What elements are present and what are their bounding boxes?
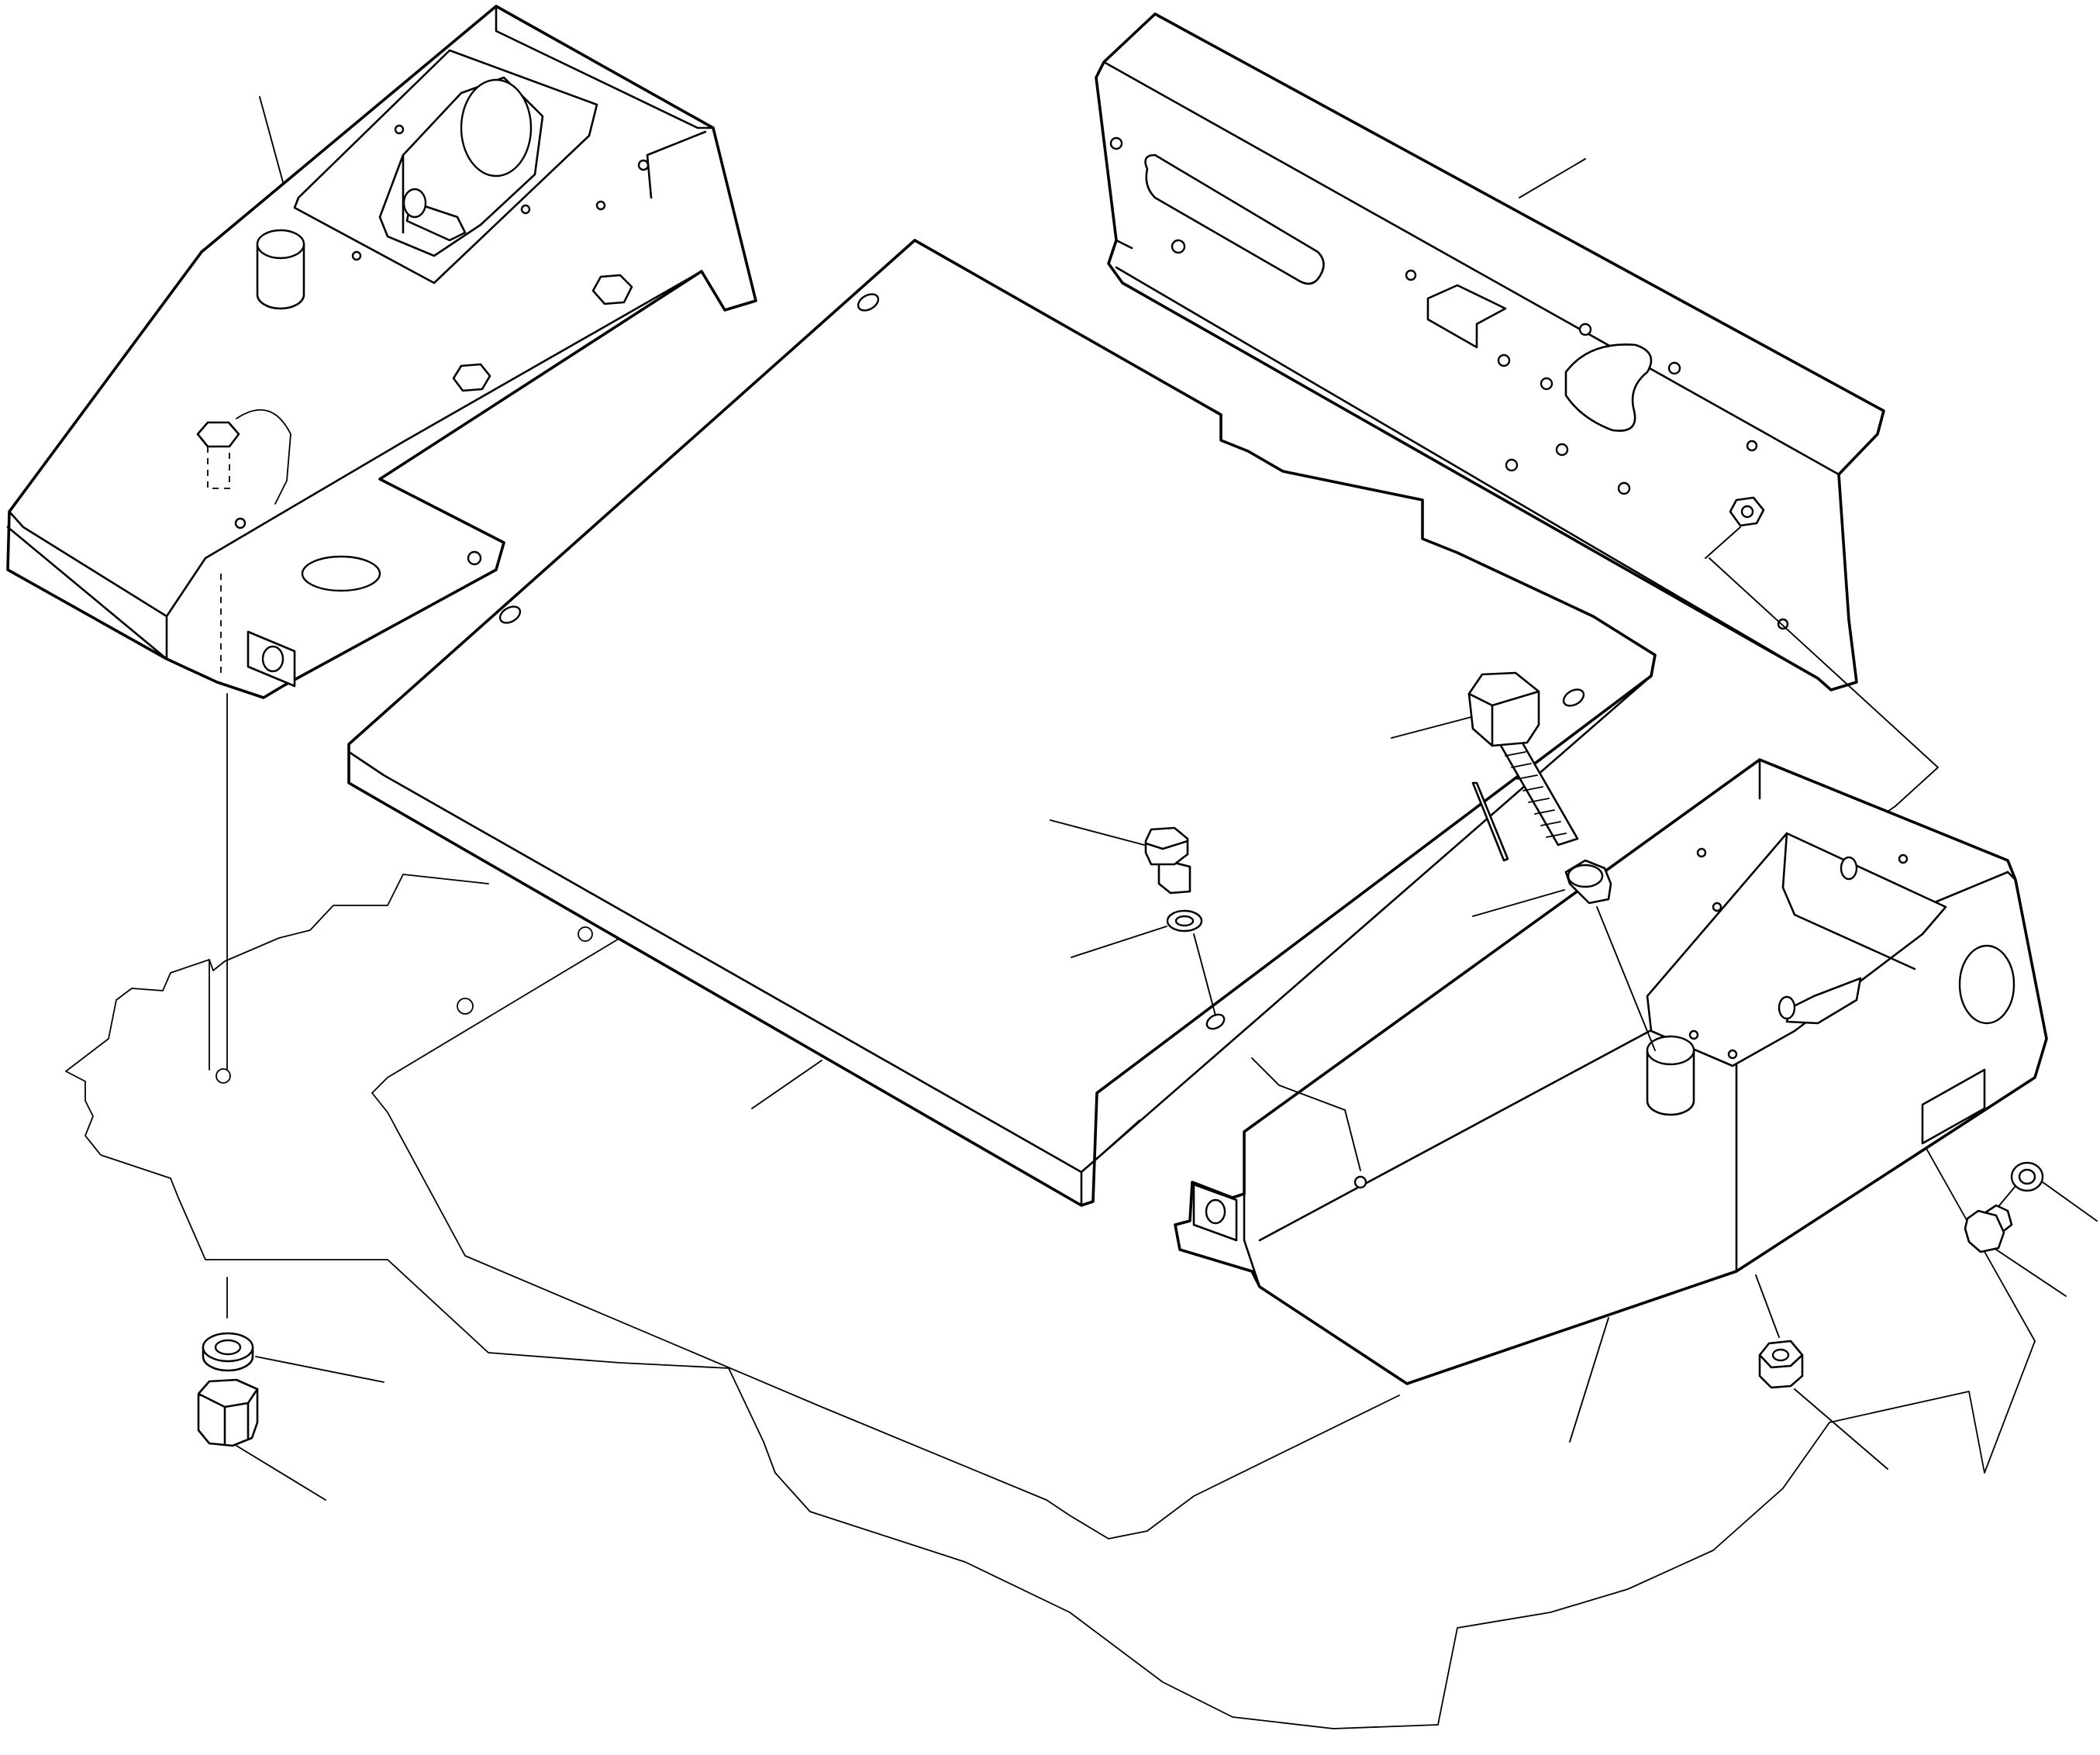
rear-cross-bracket xyxy=(1095,12,2024,1059)
nut-upper xyxy=(1472,859,1656,1051)
screw xyxy=(1050,819,1191,895)
center-cover-plate xyxy=(347,239,1657,1207)
nut-left xyxy=(197,1378,326,1501)
right-support-bracket xyxy=(1174,758,2048,1443)
washer-right xyxy=(1995,1161,2098,1222)
washer xyxy=(1071,909,1216,1016)
washer-left xyxy=(202,1332,384,1383)
long-screw xyxy=(1391,671,1579,862)
left-support-bracket xyxy=(6,5,757,699)
screw-right xyxy=(1964,1204,2067,1297)
nut-right xyxy=(1755,1274,1888,1470)
